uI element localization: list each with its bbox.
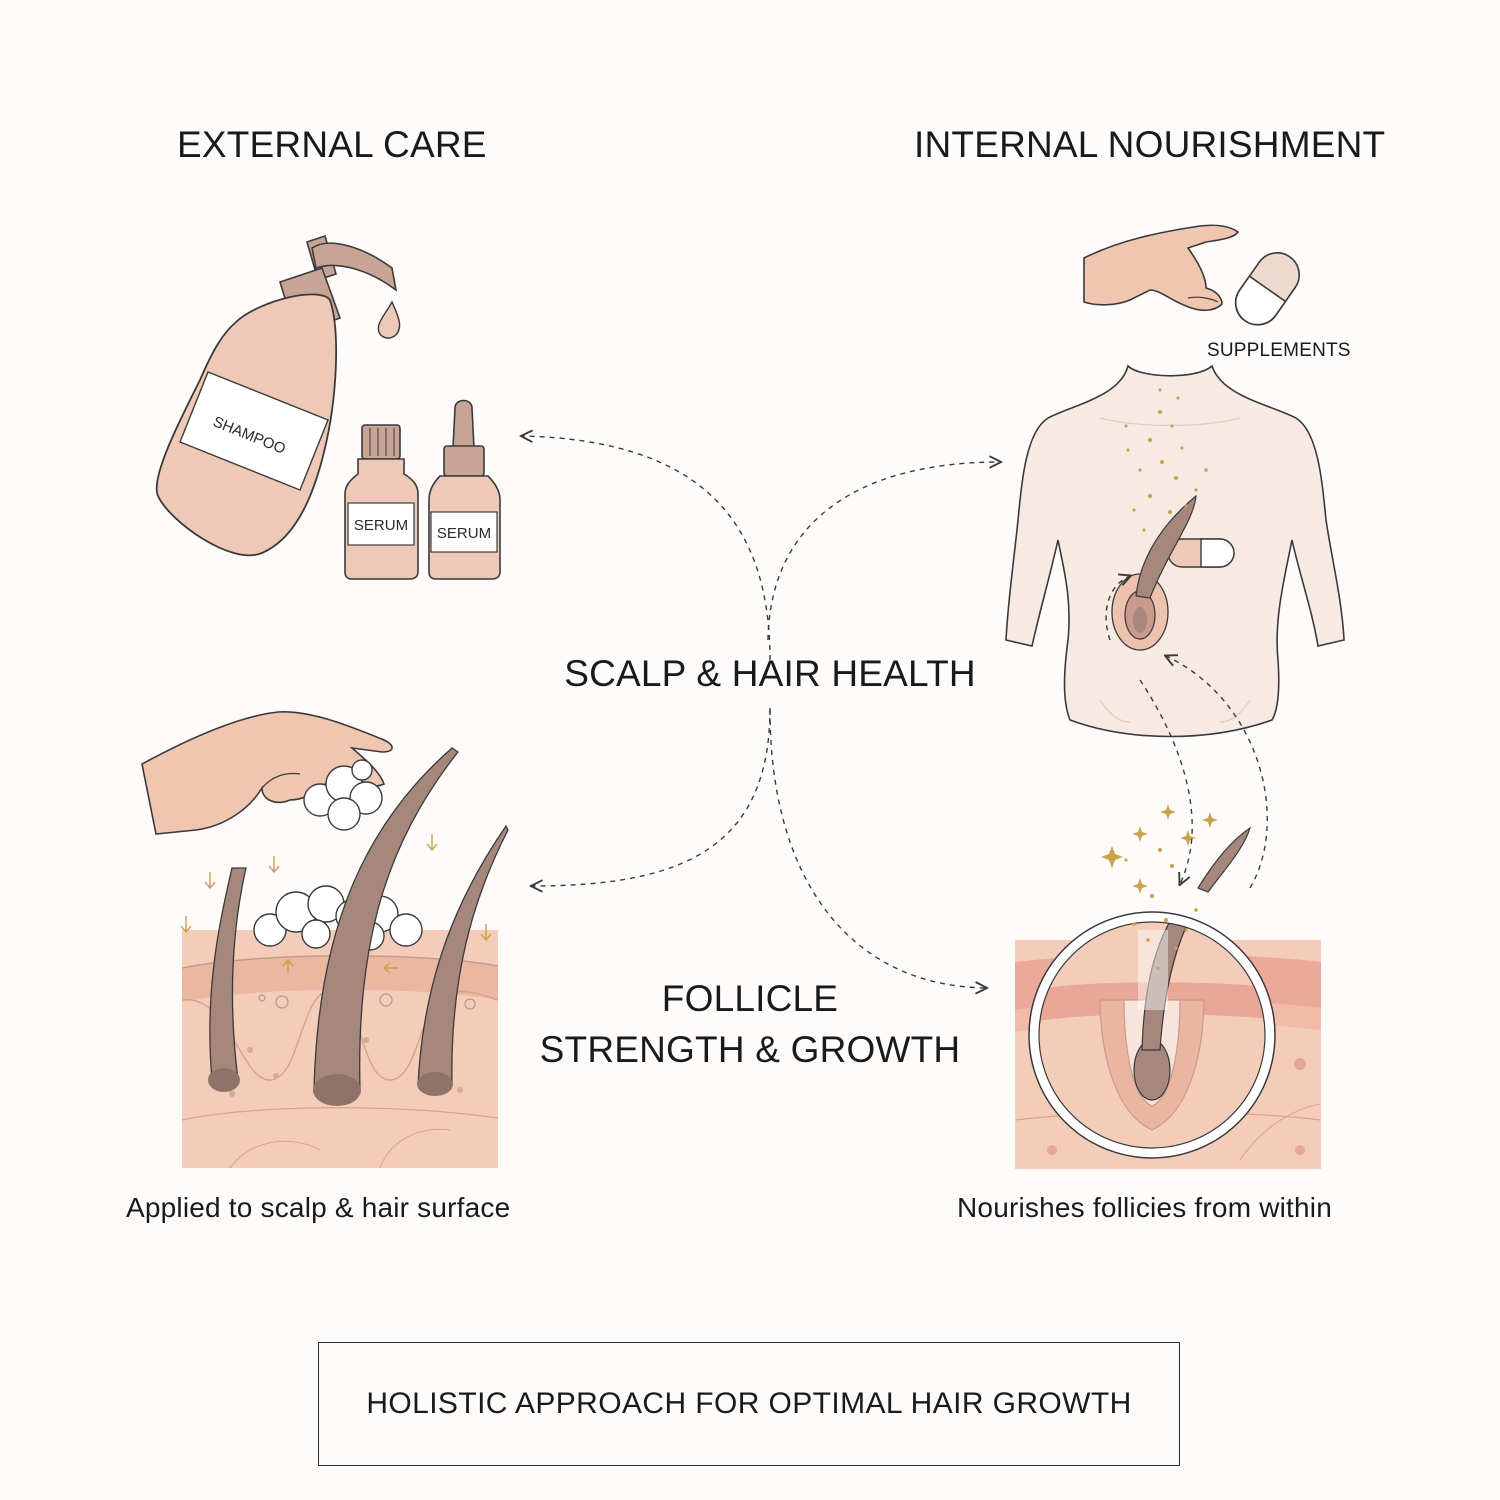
center-label-follicle-line1: FOLLICLE [661,978,839,1019]
center-label-scalp-health: SCALP & HAIR HEALTH [564,653,976,694]
absorb-arrows-left [180,834,492,974]
connector-follicle-to-torso [1166,656,1268,889]
caption-internal: Nourishes follicies from within [957,1192,1332,1223]
connector-to-external-top [522,436,771,661]
foam-ball-icon [303,759,383,831]
supplements-label: SUPPLEMENTS [1207,340,1351,361]
serum-2-label: SERUM [437,525,491,542]
footer-text: HOLISTIC APPROACH FOR OPTIMAL HAIR GROWT… [366,1387,1132,1420]
serum-bottle-1: SERUM [344,424,419,580]
torso-icon [1005,364,1345,738]
hand-icon [1083,224,1240,312]
connector-to-external-bottom [532,707,771,886]
hair-strands-left [208,747,509,1106]
connector-torso-inner [1105,576,1130,641]
nutrient-sparkles-torso [1124,388,1208,532]
nutrient-sparkles-follicle [1101,804,1218,970]
serum-1-label: SERUM [354,517,408,534]
shampoo-bottle-icon: SHAMPOO [155,234,401,557]
dropper-bottle-icon: SERUM [428,399,501,580]
heading-internal-nourishment: INTERNAL NOURISHMENT [914,124,1386,165]
capsule-icon [1234,252,1300,326]
flow-connectors [522,436,1268,988]
caption-external: Applied to scalp & hair surface [126,1192,511,1223]
connector-to-follicle [769,709,986,988]
connector-torso-to-follicle [1139,679,1193,884]
heading-external-care: EXTERNAL CARE [177,124,487,165]
center-label-follicle-line2: STRENGTH & GROWTH [539,1029,961,1070]
magnifier-circle-icon [1028,826,1276,1159]
footer-banner: HOLISTIC APPROACH FOR OPTIMAL HAIR GROWT… [318,1342,1180,1466]
connector-to-internal-top [767,462,1000,641]
